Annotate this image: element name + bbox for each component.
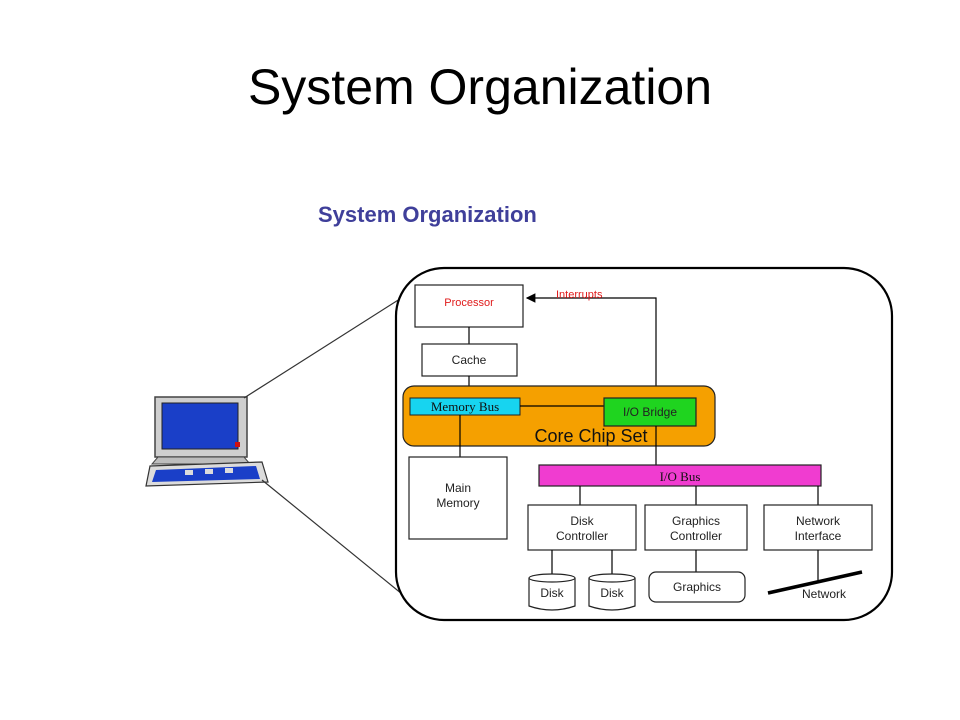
- core-chip-set-label: Core Chip Set: [534, 426, 647, 446]
- io-bridge-label: I/O Bridge: [623, 405, 677, 419]
- processor-label: Processor: [444, 297, 494, 309]
- graphics-controller-label-1: Graphics: [672, 514, 720, 528]
- disk-2: [588, 573, 636, 611]
- zoom-line-bottom: [261, 479, 403, 595]
- processor-box: [414, 284, 524, 328]
- disk-1: [528, 573, 576, 611]
- io-bus: [538, 464, 822, 487]
- memory-bus-label: Memory Bus: [431, 399, 499, 414]
- computer-icon: [145, 396, 269, 487]
- slide-title: System Organization: [247, 59, 713, 115]
- main-memory-label-2: Memory: [436, 496, 479, 510]
- io-bus-label: I/O Bus: [660, 469, 701, 484]
- network-interface-label-1: Network: [796, 514, 841, 528]
- interrupts-arrow: [525, 293, 657, 398]
- io-bridge: [603, 397, 697, 427]
- main-memory-label-1: Main: [445, 481, 471, 495]
- disk-controller-box: [527, 504, 637, 551]
- graphics-box: [648, 571, 746, 603]
- diagram-heading: System Organization: [318, 202, 537, 227]
- disk-controller-label-2: Controller: [556, 529, 608, 543]
- network-label: Network: [802, 587, 847, 601]
- cache-label: Cache: [452, 353, 487, 367]
- graphics-controller-box: [644, 504, 748, 551]
- network-interface-label-2: Interface: [795, 529, 842, 543]
- disk-1-label: Disk: [540, 586, 564, 600]
- cache-box: [421, 343, 518, 377]
- main-memory-box: [408, 456, 508, 540]
- disk-controller-label-1: Disk: [570, 514, 594, 528]
- network-interface-box: [763, 504, 873, 551]
- network-cable: [767, 570, 863, 595]
- interrupts-label: Interrupts: [556, 289, 603, 301]
- zoom-line-top: [243, 289, 415, 399]
- disk-2-label: Disk: [600, 586, 624, 600]
- graphics-label: Graphics: [673, 580, 721, 594]
- graphics-controller-label-2: Controller: [670, 529, 722, 543]
